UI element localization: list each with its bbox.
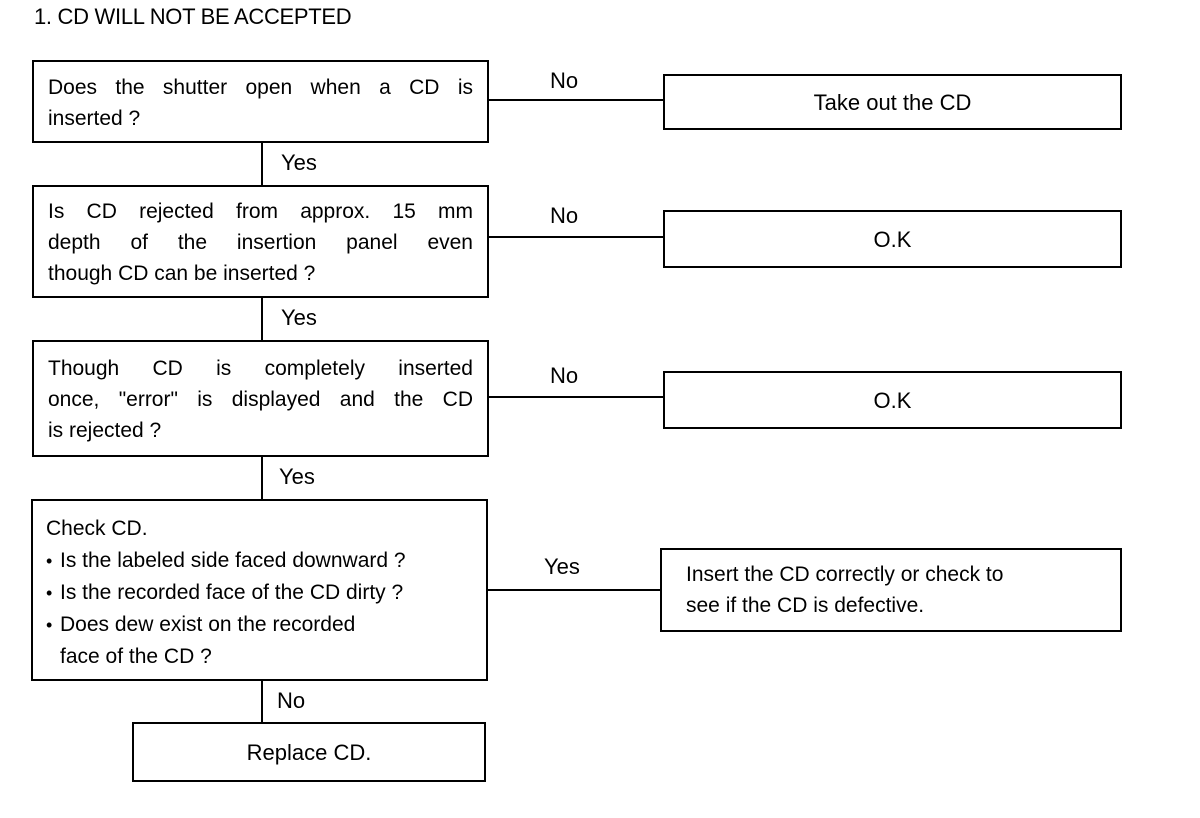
check-bullet-recorded-face-dirty: Is the recorded face of the CD dirty ? bbox=[46, 577, 472, 609]
decision-line: Is CD rejected from approx. 15 mm bbox=[48, 200, 473, 223]
result-text: Insert the CD correctly or check to see … bbox=[686, 559, 1003, 621]
connector-yes-3 bbox=[261, 457, 263, 499]
no-label-4: No bbox=[277, 688, 306, 713]
decision-line: Does the shutter open when a CD is bbox=[48, 76, 473, 99]
decision-line: once, "error" is displayed and the CD bbox=[48, 388, 473, 411]
decision-line: is rejected ? bbox=[48, 419, 162, 442]
page-title: 1. CD WILL NOT BE ACCEPTED bbox=[34, 4, 352, 29]
decision-line: depth of the insertion panel even bbox=[48, 231, 473, 254]
result-take-out-cd: Take out the CD bbox=[663, 74, 1122, 130]
connector-no-4 bbox=[261, 681, 263, 723]
yes-label-2: Yes bbox=[281, 305, 317, 330]
no-label-2: No bbox=[550, 203, 579, 228]
result-line: Insert the CD correctly or check to bbox=[686, 563, 1004, 586]
no-label-1: No bbox=[550, 68, 579, 93]
check-bullet-continuation: face of the CD ? bbox=[60, 645, 212, 668]
decision-check-cd: Check CD. Is the labeled side faced down… bbox=[31, 499, 488, 681]
decision-line: inserted ? bbox=[48, 107, 141, 130]
result-replace-cd: Replace CD. bbox=[132, 722, 486, 782]
result-insert-correctly: Insert the CD correctly or check to see … bbox=[660, 548, 1122, 632]
decision-line: though CD can be inserted ? bbox=[48, 262, 316, 285]
check-bullet-labeled-side: Is the labeled side faced downward ? bbox=[46, 545, 472, 577]
decision-error-displayed: Though CD is completely inserted once, "… bbox=[32, 340, 489, 457]
result-line: see if the CD is defective. bbox=[686, 594, 925, 617]
decision-cd-rejected-15mm: Is CD rejected from approx. 15 mm depth … bbox=[32, 185, 489, 298]
connector-no-1 bbox=[489, 99, 664, 101]
result-ok-1: O.K bbox=[663, 210, 1122, 268]
connector-no-3 bbox=[489, 396, 664, 398]
decision-line: Though CD is completely inserted bbox=[48, 357, 473, 380]
no-label-3: No bbox=[550, 363, 579, 388]
connector-yes-2 bbox=[261, 298, 263, 340]
result-ok-2: O.K bbox=[663, 371, 1122, 429]
connector-yes-4 bbox=[488, 589, 662, 591]
check-cd-heading: Check CD. bbox=[46, 517, 148, 540]
yes-label-3: Yes bbox=[279, 464, 315, 489]
decision-shutter-open: Does the shutter open when a CD is inser… bbox=[32, 60, 489, 143]
yes-label-1: Yes bbox=[281, 150, 317, 175]
connector-no-2 bbox=[489, 236, 664, 238]
check-bullet-dew: Does dew exist on the recorded bbox=[46, 609, 472, 641]
connector-yes-1 bbox=[261, 143, 263, 185]
yes-label-4: Yes bbox=[544, 554, 580, 579]
